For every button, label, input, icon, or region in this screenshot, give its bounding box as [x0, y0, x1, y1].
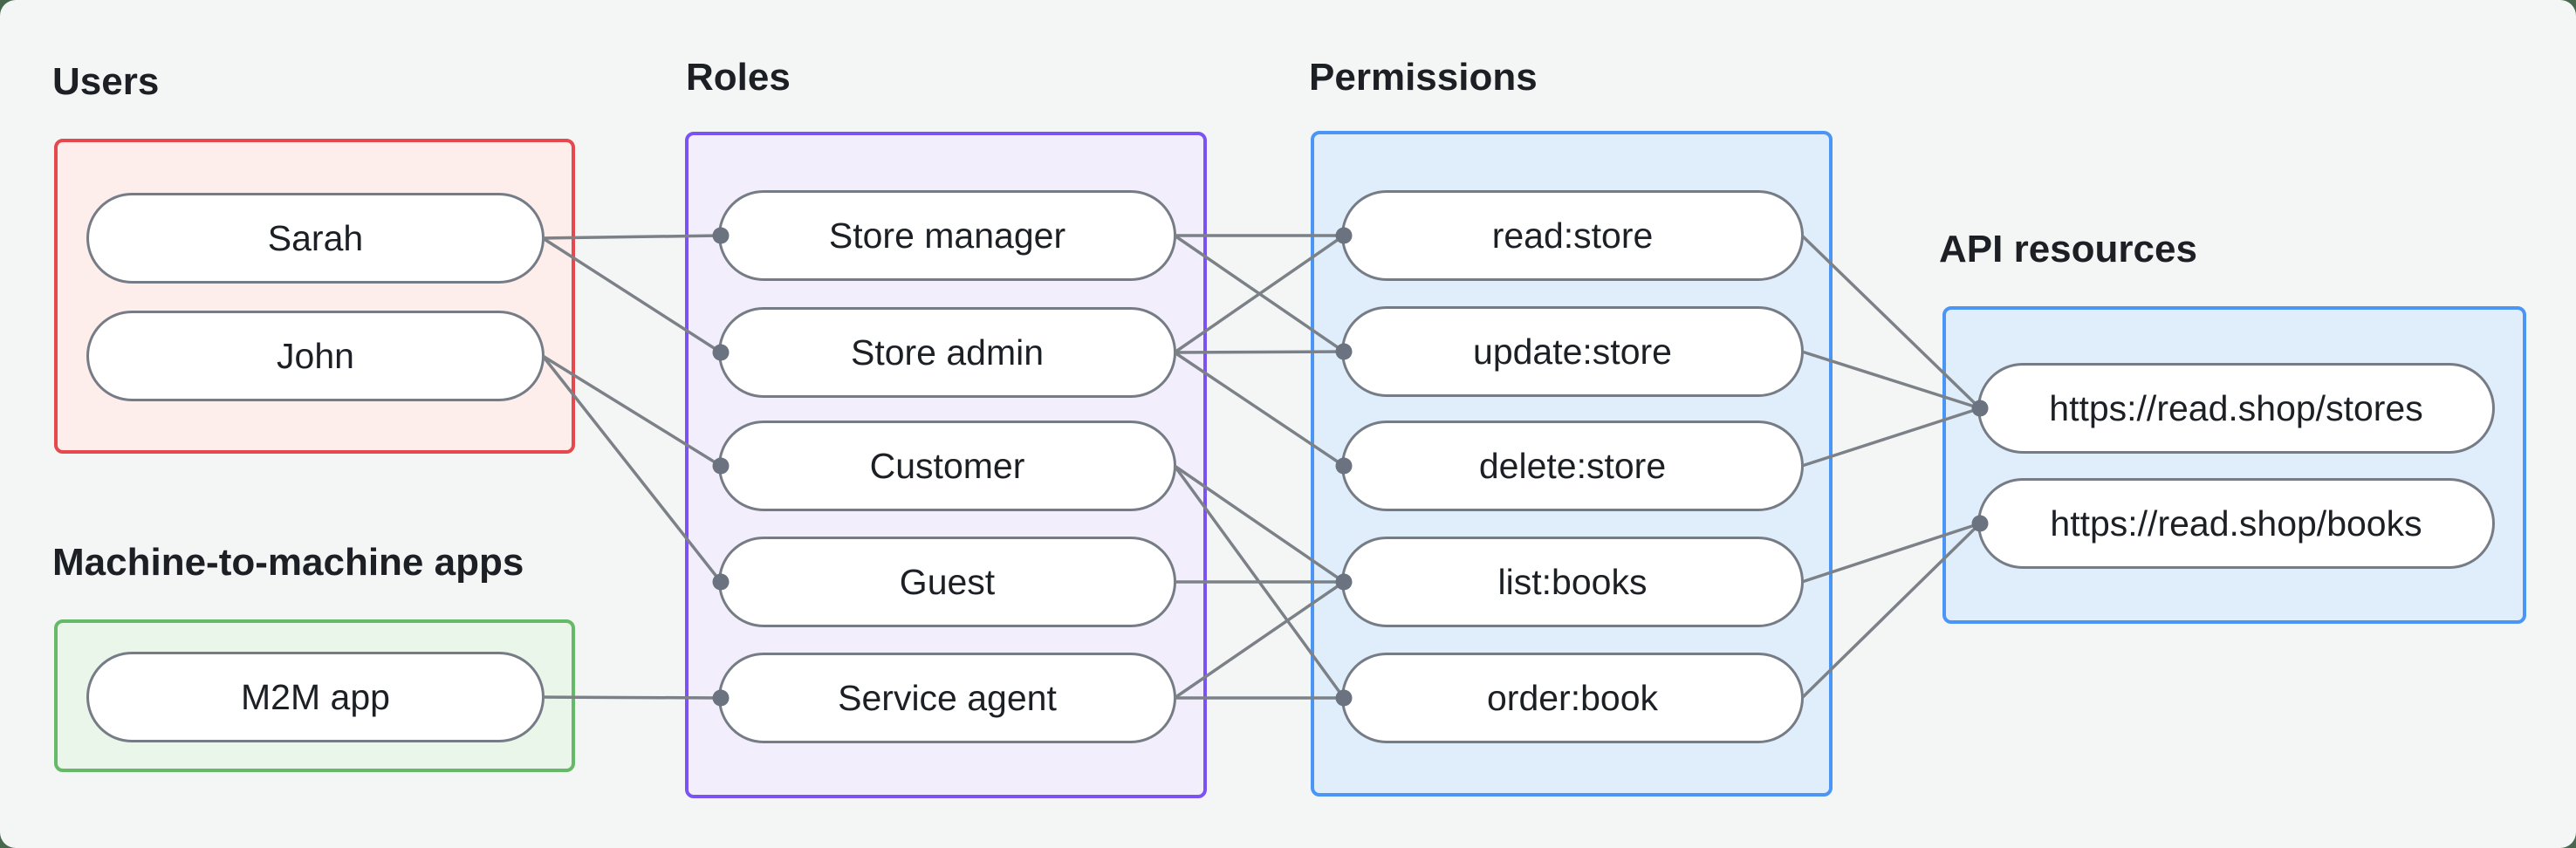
node-store-manager: Store manager [718, 190, 1176, 281]
node-m2m-app: M2M app [86, 652, 545, 742]
node-books: https://read.shop/books [1977, 478, 2495, 569]
node-service-agent: Service agent [718, 653, 1176, 743]
group-box-api-resources [1942, 306, 2526, 624]
node-stores: https://read.shop/stores [1977, 363, 2495, 454]
node-delete-store: delete:store [1341, 421, 1804, 511]
group-label-permissions: Permissions [1309, 56, 1538, 99]
group-label-api-resources: API resources [1939, 228, 2197, 270]
node-guest: Guest [718, 537, 1176, 627]
node-read-store: read:store [1341, 190, 1804, 281]
node-sarah: Sarah [86, 193, 545, 284]
node-list-books: list:books [1341, 537, 1804, 627]
node-john: John [86, 311, 545, 401]
node-order-book: order:book [1341, 653, 1804, 743]
group-label-m2m: Machine-to-machine apps [52, 541, 524, 584]
node-customer: Customer [718, 421, 1176, 511]
node-update-store: update:store [1341, 306, 1804, 397]
group-label-roles: Roles [686, 56, 791, 99]
group-box-users [54, 139, 575, 454]
group-label-users: Users [52, 60, 160, 103]
node-store-admin: Store admin [718, 307, 1176, 398]
